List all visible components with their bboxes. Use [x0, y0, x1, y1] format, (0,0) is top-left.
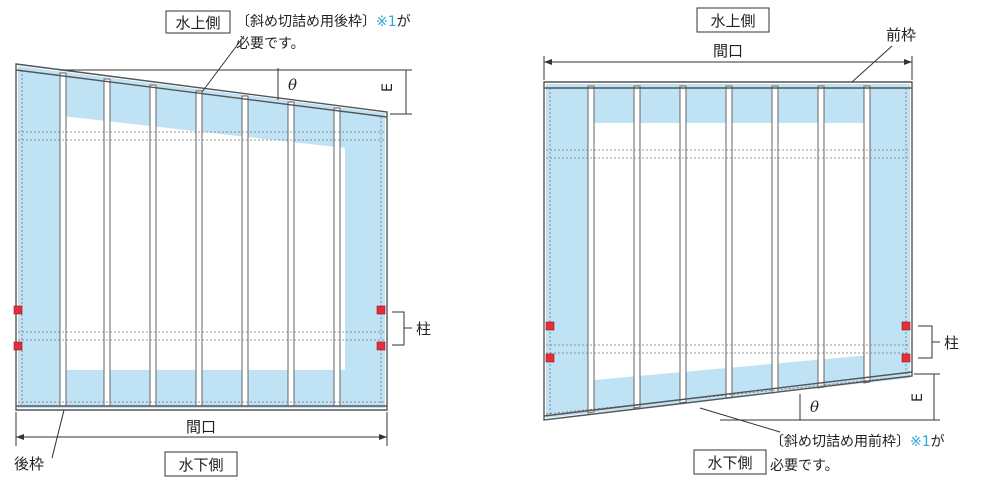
left-inner-opening — [62, 116, 345, 370]
right-width-label: 間口 — [713, 42, 743, 60]
right-top-label: 水上側 — [710, 12, 755, 30]
left-theta-label: θ — [288, 76, 297, 94]
left-rear-frame-label: 後枠 — [14, 455, 44, 473]
right-diagram: 水上側 間口 前枠 柱 E θ 〔斜め切詰め用前枠〕※1が 必要です。 水下側 — [543, 7, 959, 475]
right-note-line1: 〔斜め切詰め用前枠〕※1が — [770, 433, 945, 450]
right-dashed-lines — [545, 88, 911, 415]
right-front-frame-label: 前枠 — [886, 26, 916, 44]
right-pillar-label: 柱 — [944, 334, 959, 352]
right-bottom-label: 水下側 — [707, 454, 752, 472]
right-theta-label: θ — [810, 398, 819, 416]
right-pillar-brackets — [545, 321, 911, 363]
left-pillar-label: 柱 — [416, 320, 431, 338]
left-note-leader — [201, 35, 245, 93]
left-e-label: E — [380, 83, 396, 92]
right-outer-frame — [543, 81, 913, 421]
left-bottom-label: 水下側 — [178, 456, 223, 474]
left-diagram: 水上側 〔斜め切詰め用後枠〕※1が 必要です。 θ E 柱 間口 後枠 水下側 — [13, 10, 431, 477]
right-mullions — [587, 85, 871, 414]
left-width-label: 間口 — [186, 418, 216, 436]
left-dashed-lines — [18, 70, 385, 404]
left-note-line1: 〔斜め切詰め用後枠〕※1が — [236, 14, 411, 30]
right-note-line2: 必要です。 — [770, 458, 839, 474]
left-outer-frame — [15, 63, 388, 411]
right-e-label: E — [910, 393, 926, 402]
right-note-leader — [699, 407, 781, 433]
left-top-label: 水上側 — [175, 14, 220, 32]
left-note-line2: 必要です。 — [236, 36, 305, 52]
left-pillar-brackets — [13, 305, 386, 351]
